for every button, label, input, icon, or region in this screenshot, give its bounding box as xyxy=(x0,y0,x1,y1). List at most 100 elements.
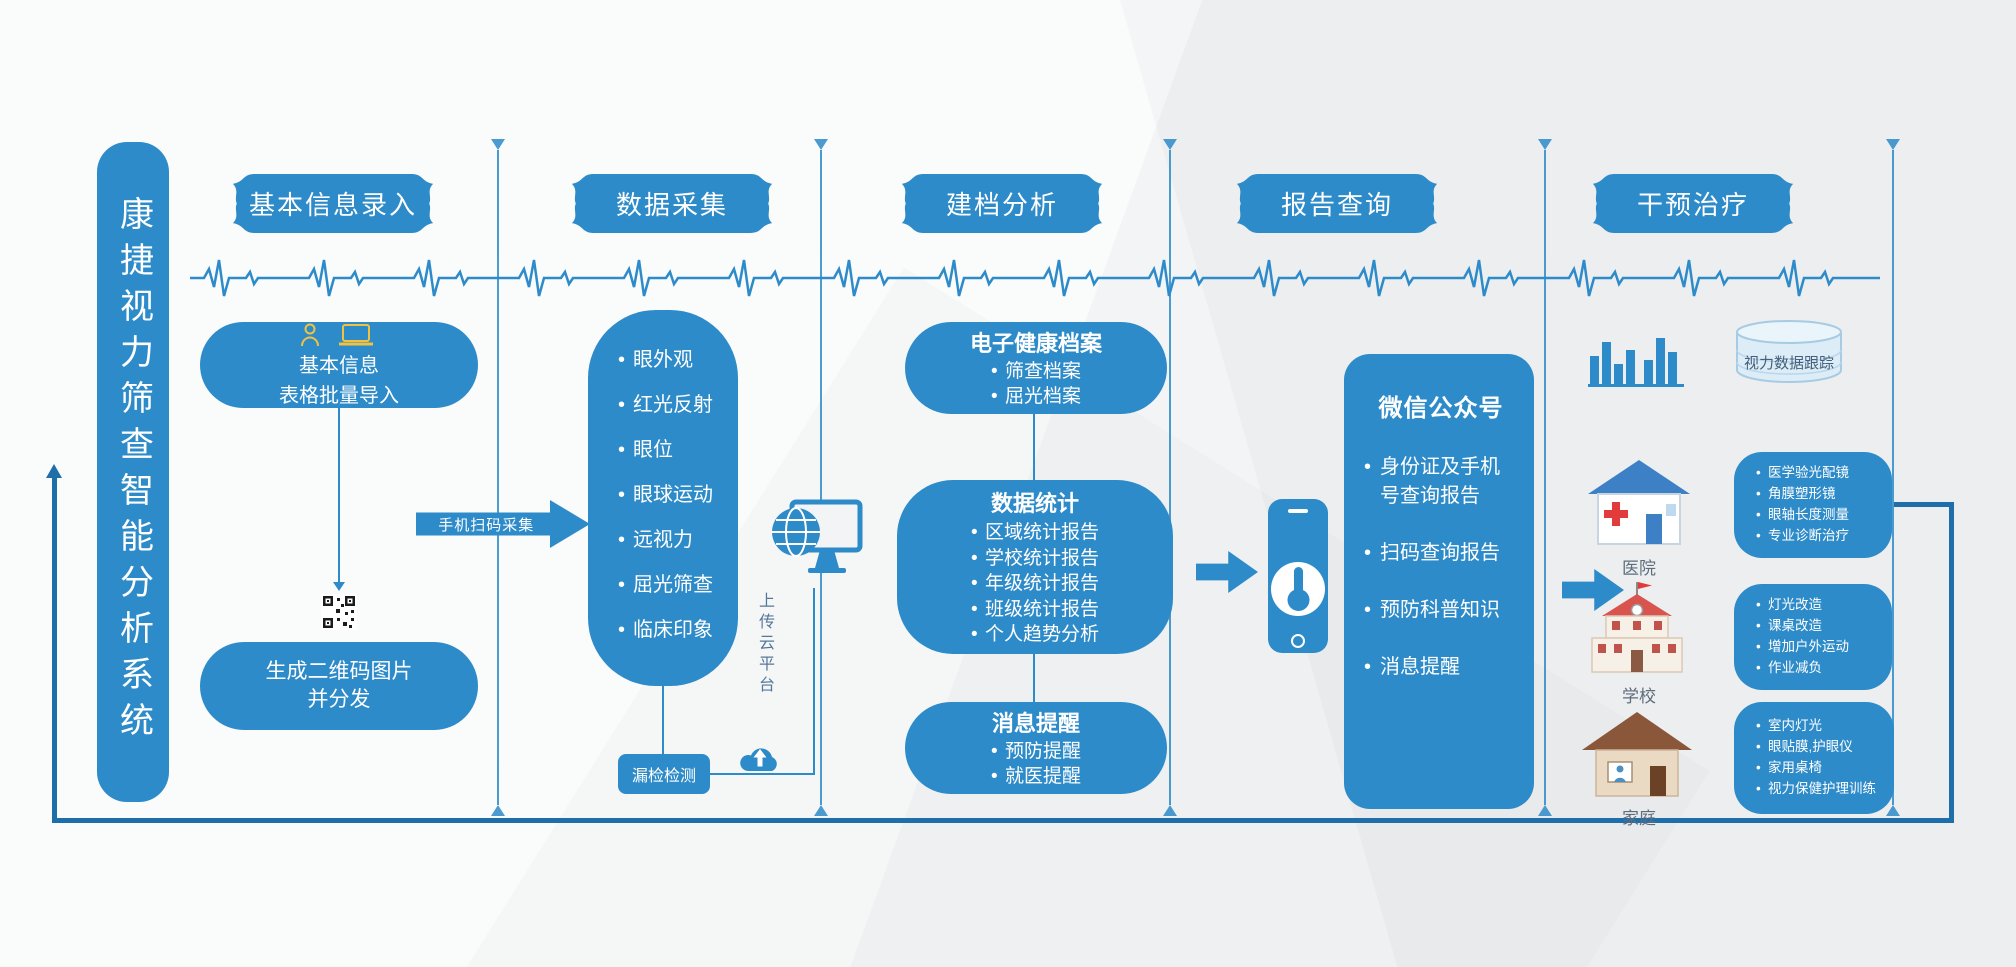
feedback-loop-line xyxy=(52,478,57,822)
basic-info-import-box: 基本信息 表格批量导入 xyxy=(200,322,478,408)
stage-header-label: 报告查询 xyxy=(1280,190,1393,220)
separator-cap-icon xyxy=(1886,139,1900,150)
connector-arrowhead xyxy=(333,582,345,591)
basic-info-line1: 基本信息 xyxy=(299,355,379,377)
feedback-loop-line xyxy=(1949,502,1954,822)
badge-shape xyxy=(1236,174,1438,233)
home-label: 家庭 xyxy=(1622,809,1656,828)
stage-header-label: 建档分析 xyxy=(945,190,1058,220)
school-measures-list: 灯光改造 课桌改造 增加户外运动 作业减负 xyxy=(1756,595,1849,679)
list-item: 远视力 xyxy=(618,518,713,563)
feedback-loop-line xyxy=(1894,502,1951,507)
list-item: 班级统计报告 xyxy=(971,597,1099,623)
stage-header-intervention: 干预治疗 xyxy=(1585,168,1801,239)
list-item: 眼贴膜,护眼仪 xyxy=(1756,737,1876,758)
wechat-feature-list: 身份证及手机号查询报告 扫码查询报告 预防科普知识 消息提醒 xyxy=(1364,453,1518,710)
separator-cap-icon xyxy=(1538,139,1552,150)
statistics-box: 数据统计 区域统计报告 学校统计报告 年级统计报告 班级统计报告 个人趋势分析 xyxy=(897,480,1173,654)
home-measures-list: 室内灯光 眼贴膜,护眼仪 家用桌椅 视力保健护理训练 xyxy=(1756,716,1876,800)
list-item: 视力保健护理训练 xyxy=(1756,779,1876,800)
ehr-list: 筛查档案 屈光档案 xyxy=(991,360,1081,409)
user-laptop-icon xyxy=(301,323,373,347)
flow-arrow xyxy=(1196,551,1258,593)
school-label: 学校 xyxy=(1622,687,1656,706)
separator-cap-icon xyxy=(491,139,505,150)
hospital-measures-list: 医学验光配镜 角膜塑形镜 眼轴长度测量 专业诊断治疗 xyxy=(1756,463,1849,547)
stage-header-archive-analysis: 建档分析 xyxy=(894,168,1110,239)
list-item: 年级统计报告 xyxy=(971,571,1099,597)
list-item: 就医提醒 xyxy=(991,765,1081,790)
list-item: 区域统计报告 xyxy=(971,520,1099,546)
list-item: 学校统计报告 xyxy=(971,546,1099,572)
school-icon xyxy=(1591,582,1683,673)
list-item: 家用桌椅 xyxy=(1756,758,1876,779)
hospital-label: 医院 xyxy=(1622,559,1656,578)
reminder-list: 预防提醒 就医提醒 xyxy=(991,740,1081,789)
connector-line xyxy=(813,588,815,775)
qr-generate-box: 生成二维码图片并分发 xyxy=(200,642,478,730)
list-item: 医学验光配镜 xyxy=(1756,463,1849,484)
list-item: 身份证及手机号查询报告 xyxy=(1364,453,1518,511)
house-icon xyxy=(1582,712,1692,797)
statistics-title: 数据统计 xyxy=(990,490,1079,516)
list-item: 增加户外运动 xyxy=(1756,637,1849,658)
stage-header-label: 基本信息录入 xyxy=(248,190,417,220)
column-separator xyxy=(814,139,828,816)
list-item: 课桌改造 xyxy=(1756,616,1849,637)
connector-line xyxy=(1033,414,1035,480)
list-item: 屈光筛查 xyxy=(618,563,713,608)
bar-chart-icon xyxy=(1588,338,1684,387)
list-item: 预防科普知识 xyxy=(1364,596,1518,625)
globe-monitor-icon xyxy=(772,499,863,573)
list-item: 筛查档案 xyxy=(991,360,1081,385)
school-measures-box: 灯光改造 课桌改造 增加户外运动 作业减负 xyxy=(1734,584,1892,690)
stage-header-basic-info: 基本信息录入 xyxy=(225,168,441,239)
list-item: 个人趋势分析 xyxy=(971,622,1099,648)
column-separator xyxy=(491,139,505,816)
list-item: 角膜塑形镜 xyxy=(1756,484,1849,505)
system-title-bar: 康捷视力筛查智能分析系统 xyxy=(97,142,169,802)
list-item: 专业诊断治疗 xyxy=(1756,526,1849,547)
wechat-account-box: 微信公众号 身份证及手机号查询报告 扫码查询报告 预防科普知识 消息提醒 xyxy=(1344,354,1534,809)
database-cylinder-icon xyxy=(1736,320,1842,383)
column-separator xyxy=(1163,139,1177,816)
list-item: 作业减负 xyxy=(1756,658,1849,679)
stage-header-report-query: 报告查询 xyxy=(1229,168,1445,239)
stage-header-label: 数据采集 xyxy=(615,190,728,220)
reminder-box: 消息提醒 预防提醒 就医提醒 xyxy=(905,702,1167,794)
qr-generate-label: 生成二维码图片并分发 xyxy=(265,659,413,711)
list-item: 扫码查询报告 xyxy=(1364,539,1518,568)
separator-cap-icon xyxy=(814,139,828,150)
list-item: 屈光档案 xyxy=(991,385,1081,410)
list-item: 室内灯光 xyxy=(1756,716,1876,737)
separator-cap-icon xyxy=(1163,805,1177,816)
basic-info-line2: 表格批量导入 xyxy=(279,385,399,407)
missed-check-box: 漏检检测 xyxy=(618,754,710,794)
connector-line xyxy=(338,408,340,584)
list-item: 消息提醒 xyxy=(1364,653,1518,682)
column-separator xyxy=(1538,139,1552,816)
list-item: 灯光改造 xyxy=(1756,595,1849,616)
connector-line xyxy=(662,686,664,754)
ehr-box: 电子健康档案 筛查档案 屈光档案 xyxy=(905,322,1167,414)
hospital-measures-box: 医学验光配镜 角膜塑形镜 眼轴长度测量 专业诊断治疗 xyxy=(1734,452,1892,558)
list-item: 眼位 xyxy=(618,428,713,473)
hospital-icon xyxy=(1588,460,1690,545)
smartphone-touch-icon xyxy=(1268,499,1328,653)
phone-scan-arrow-label: 手机扫码采集 xyxy=(438,516,535,534)
wechat-title: 微信公众号 xyxy=(1378,395,1504,422)
data-collect-list: 眼外观 红光反射 眼位 眼球运动 远视力 屈光筛查 临床印象 xyxy=(618,338,713,653)
qr-code-icon xyxy=(321,594,357,630)
phone-scan-arrow: 手机扫码采集 xyxy=(416,500,590,548)
list-item: 眼外观 xyxy=(618,338,713,383)
list-item: 眼球运动 xyxy=(618,473,713,518)
system-title: 康捷视力筛查智能分析系统 xyxy=(114,196,152,748)
list-item: 红光反射 xyxy=(618,383,713,428)
missed-check-label: 漏检检测 xyxy=(631,768,696,785)
separator-cap-icon xyxy=(814,805,828,816)
badge-shape xyxy=(1592,174,1794,233)
upload-cloud-label: 上传云平台 xyxy=(756,592,773,697)
feedback-loop-arrowhead xyxy=(46,464,62,478)
reminder-title: 消息提醒 xyxy=(991,711,1080,737)
stage-header-data-collect: 数据采集 xyxy=(564,168,780,239)
